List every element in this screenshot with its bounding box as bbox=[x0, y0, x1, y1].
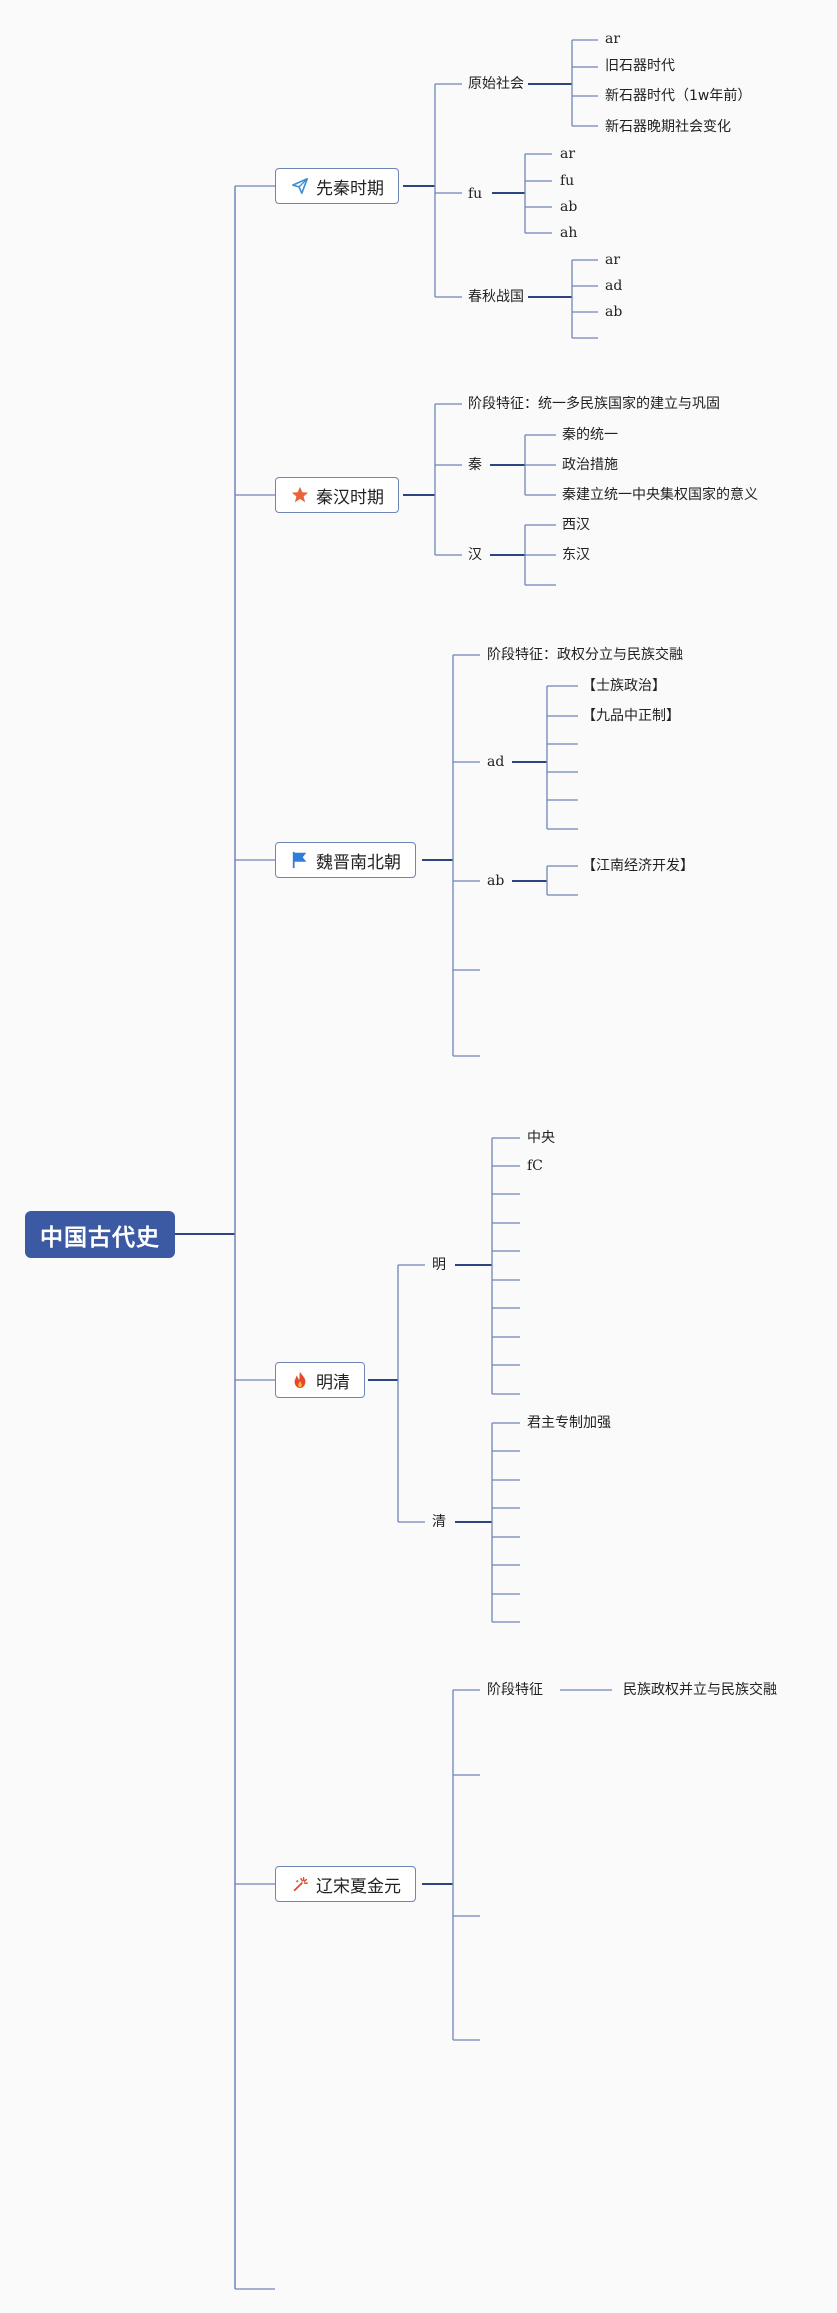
node-ming[interactable]: 明 bbox=[432, 1257, 446, 1273]
leaf[interactable]: ad bbox=[605, 278, 623, 294]
node-ad[interactable]: ad bbox=[487, 754, 505, 770]
leaf[interactable]: 政治措施 bbox=[562, 457, 618, 473]
leaf[interactable]: 秦的统一 bbox=[562, 427, 618, 443]
leaf[interactable]: fu bbox=[560, 173, 575, 189]
fireworks-icon bbox=[290, 1874, 310, 1894]
leaf[interactable]: 西汉 bbox=[562, 517, 590, 533]
node-jieduan[interactable]: 阶段特征：政权分立与民族交融 bbox=[487, 647, 683, 663]
leaf[interactable]: ah bbox=[560, 225, 578, 241]
node-chunqiu[interactable]: 春秋战国 bbox=[468, 289, 524, 305]
leaf[interactable]: 民族政权并立与民族交融 bbox=[623, 1682, 777, 1698]
topic-label: 明清 bbox=[316, 1372, 350, 1393]
topic-qinhan[interactable]: 秦汉时期 bbox=[275, 477, 399, 513]
topic-liaosong[interactable]: 辽宋夏金元 bbox=[275, 1866, 416, 1902]
root-topic[interactable]: 中国古代史 bbox=[25, 1211, 175, 1258]
topic-label: 魏晋南北朝 bbox=[316, 852, 401, 873]
node-fu[interactable]: fu bbox=[468, 186, 483, 202]
leaf[interactable]: ar bbox=[560, 146, 576, 162]
topic-label: 秦汉时期 bbox=[316, 487, 384, 508]
leaf[interactable]: 新石器时代（1w年前） bbox=[605, 88, 752, 104]
leaf[interactable]: ar bbox=[605, 252, 621, 268]
node-yuanshi[interactable]: 原始社会 bbox=[468, 76, 524, 92]
node-qing[interactable]: 清 bbox=[432, 1514, 446, 1530]
leaf[interactable]: 新石器晚期社会变化 bbox=[605, 119, 731, 135]
leaf[interactable]: 旧石器时代 bbox=[605, 58, 675, 74]
leaf[interactable]: ab bbox=[560, 199, 578, 215]
leaf[interactable]: 秦建立统一中央集权国家的意义 bbox=[562, 487, 758, 503]
leaf[interactable]: fC bbox=[527, 1158, 543, 1174]
leaf[interactable]: ab bbox=[605, 304, 623, 320]
topic-mingqing[interactable]: 明清 bbox=[275, 1362, 365, 1398]
node-qin[interactable]: 秦 bbox=[468, 457, 482, 473]
leaf[interactable]: 中央 bbox=[527, 1130, 555, 1146]
topic-xianqin[interactable]: 先秦时期 bbox=[275, 168, 399, 204]
node-jieduan[interactable]: 阶段特征：统一多民族国家的建立与巩固 bbox=[468, 396, 720, 412]
flag-icon bbox=[290, 850, 310, 870]
leaf[interactable]: 东汉 bbox=[562, 547, 590, 563]
node-ab[interactable]: ab bbox=[487, 873, 505, 889]
topic-label: 辽宋夏金元 bbox=[316, 1876, 401, 1897]
topic-weijin[interactable]: 魏晋南北朝 bbox=[275, 842, 416, 878]
leaf[interactable]: 君主专制加强 bbox=[527, 1415, 611, 1431]
fire-icon bbox=[290, 1370, 310, 1390]
leaf[interactable]: 【江南经济开发】 bbox=[582, 858, 694, 874]
node-han[interactable]: 汉 bbox=[468, 547, 482, 563]
star-icon bbox=[290, 485, 310, 505]
leaf[interactable]: ar bbox=[605, 31, 621, 47]
paper-plane-icon bbox=[290, 176, 310, 196]
leaf[interactable]: 【九品中正制】 bbox=[582, 708, 680, 724]
topic-label: 先秦时期 bbox=[316, 178, 384, 199]
node-jieduan[interactable]: 阶段特征 bbox=[487, 1682, 543, 1698]
leaf[interactable]: 【士族政治】 bbox=[582, 678, 666, 694]
